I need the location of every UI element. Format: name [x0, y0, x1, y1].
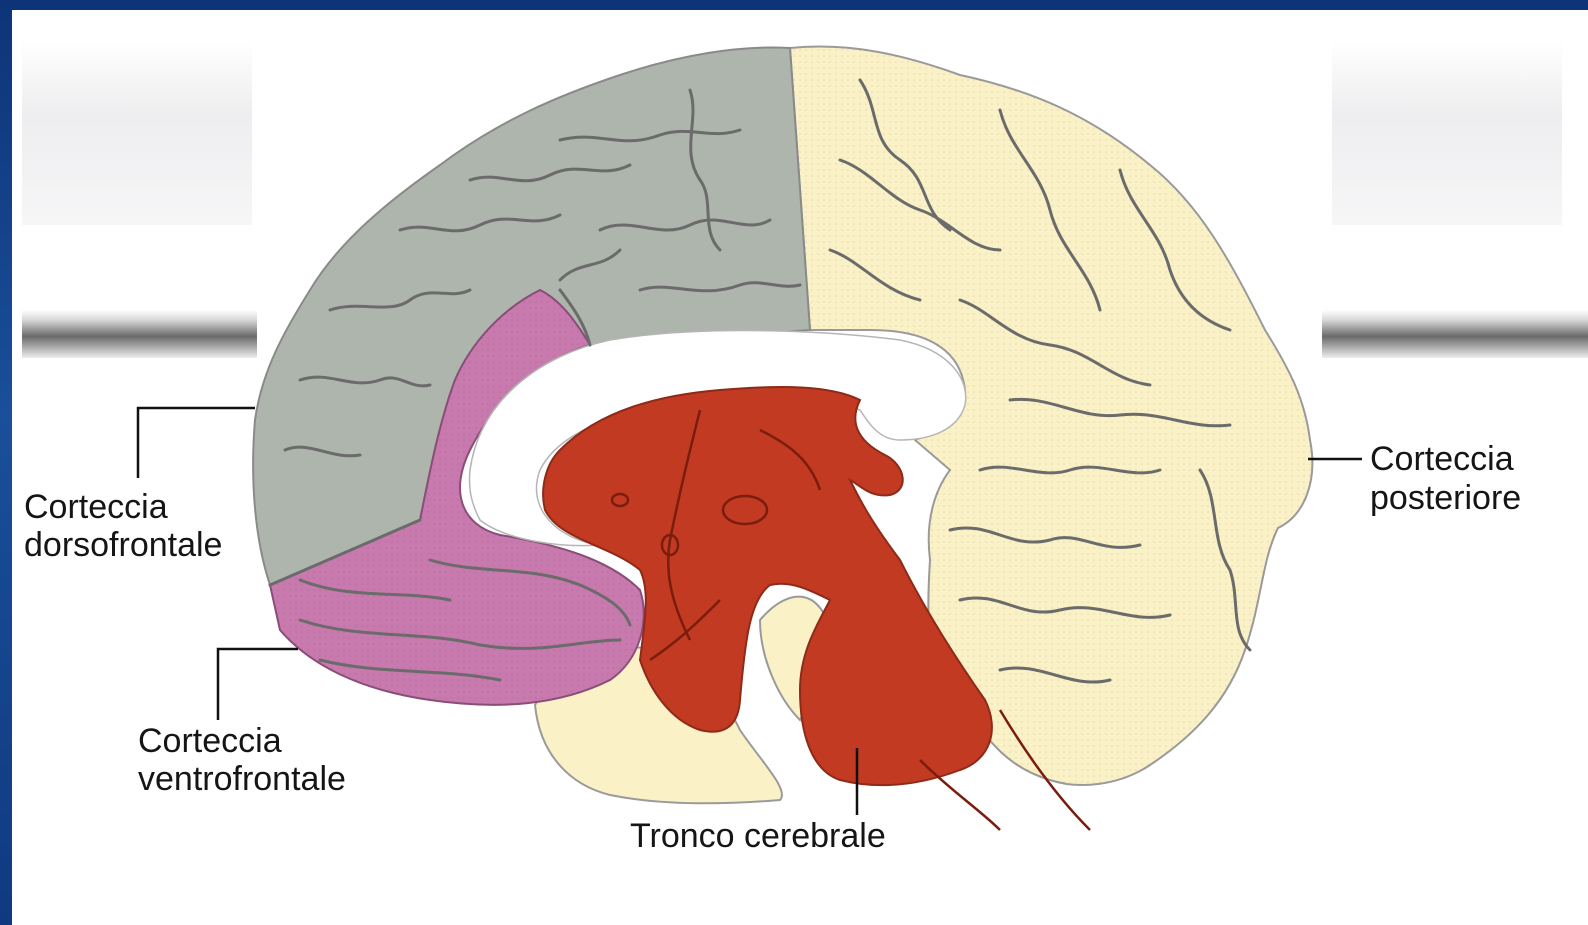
brainstem-label: Tronco cerebrale: [630, 817, 886, 855]
posterior-label-line1: Corteccia: [1370, 440, 1514, 478]
ventrofrontal-label-line1: Corteccia: [138, 722, 282, 760]
dorsofrontal-label-line1: Corteccia: [24, 488, 168, 526]
dorsofrontal-label-line2: dorsofrontale: [24, 526, 222, 564]
ventrofrontal-leader-line: [218, 649, 298, 720]
dorsofrontal-leader-line: [138, 408, 255, 478]
posterior-label-line2: posteriore: [1370, 479, 1521, 517]
ventrofrontal-label-line2: ventrofrontale: [138, 760, 346, 798]
